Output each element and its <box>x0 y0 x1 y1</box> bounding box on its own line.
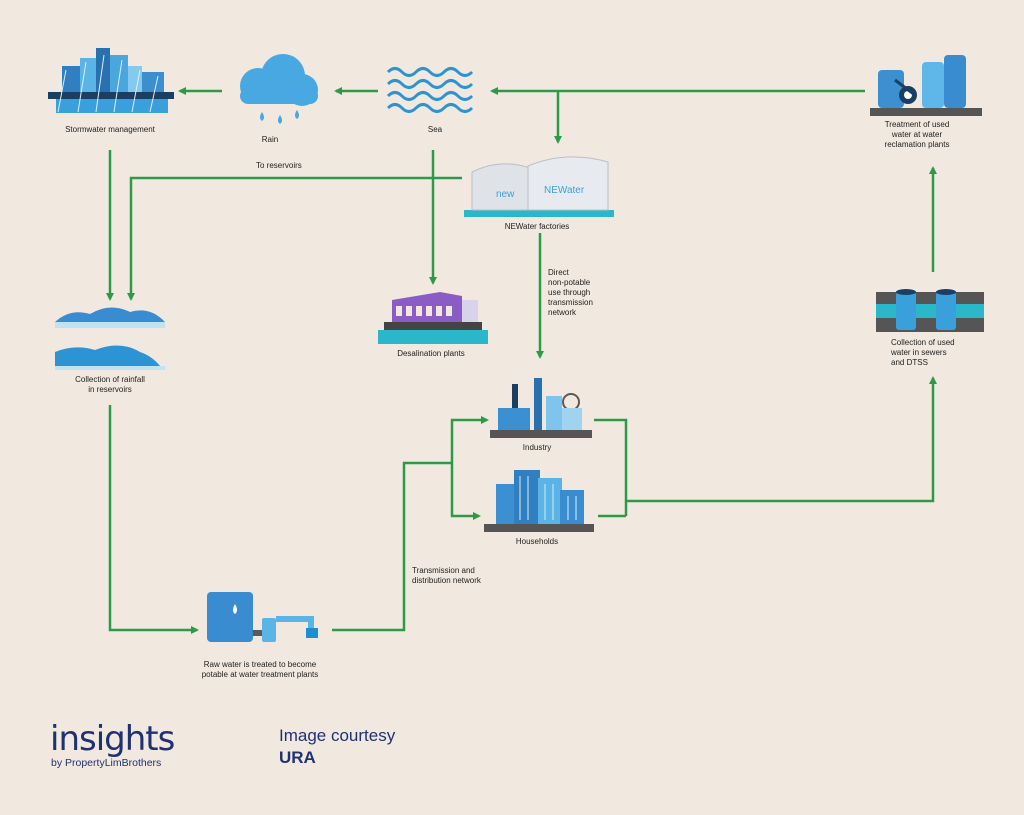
label-collection-used-water: Collection of used water in sewers and D… <box>891 338 955 368</box>
arrow-reservoirs-to-treatment <box>108 405 199 634</box>
newater-sign-2: NEWater <box>544 185 585 196</box>
image-courtesy-label: Image courtesy <box>279 726 396 745</box>
water-treatment-icon <box>207 592 318 642</box>
arrow-treatment-to-network <box>332 461 452 632</box>
arrow-industry-out <box>594 418 628 516</box>
label-water-treatment-line-2: potable at water treatment plants <box>201 670 319 679</box>
arrow-network-to-households <box>450 463 481 520</box>
label-reclamation-line-1: Treatment of used <box>884 120 950 129</box>
newater-factory-icon: new NEWater <box>464 156 614 217</box>
flow-arrows <box>106 87 937 634</box>
brand-subtitle: by PropertyLimBrothers <box>51 757 162 769</box>
label-transmission: Transmission and distribution network <box>412 566 481 586</box>
label-sea: Sea <box>427 125 443 134</box>
label-transmission-line-1: Transmission and <box>412 566 475 575</box>
label-direct-use-line-1: Direct <box>548 268 569 277</box>
image-source: URA <box>279 748 316 767</box>
label-industry: Industry <box>522 443 552 452</box>
arrow-network-to-industry <box>450 416 489 463</box>
reservoir-icon <box>55 307 165 370</box>
label-desalination: Desalination plants <box>397 349 465 358</box>
label-direct-use-line-2: non-potable <box>548 278 591 287</box>
label-collection-line-1: Collection of used <box>891 338 955 347</box>
label-direct-use-line-4: transmission <box>548 298 593 307</box>
reclamation-plant-icon <box>870 55 982 116</box>
label-households: Households <box>515 537 559 546</box>
newater-sign-1: new <box>496 189 515 200</box>
label-direct-use-line-5: network <box>548 308 577 317</box>
label-direct-use-line-3: use through <box>548 288 591 297</box>
arrow-newater-to-reservoirs <box>127 176 462 301</box>
arrow-to-collection <box>626 376 937 503</box>
label-reclamation: Treatment of used water at water reclama… <box>862 120 972 150</box>
label-reclamation-line-2: water at water <box>891 130 943 139</box>
label-newater-factories: NEWater factories <box>504 222 570 231</box>
sea-waves-icon <box>386 67 474 113</box>
label-direct-use: Direct non-potable use through transmiss… <box>548 268 593 318</box>
desalination-plant-icon <box>378 292 488 344</box>
industry-icon <box>490 378 592 438</box>
sewer-icon <box>876 289 984 332</box>
label-rain: Rain <box>261 135 279 144</box>
households-icon <box>484 470 594 532</box>
rain-cloud-icon <box>240 54 318 124</box>
label-transmission-line-2: distribution network <box>412 576 481 585</box>
label-reservoirs-line-2: in reservoirs <box>88 385 132 394</box>
label-reservoirs: Collection of rainfall in reservoirs <box>50 375 170 395</box>
stormwater-icon <box>48 48 174 113</box>
label-reservoirs-line-1: Collection of rainfall <box>75 375 145 384</box>
brand-logo: insights <box>50 719 175 759</box>
label-reclamation-line-3: reclamation plants <box>884 140 950 149</box>
label-collection-line-3: and DTSS <box>891 358 928 367</box>
label-water-treatment: Raw water is treated to become potable a… <box>180 660 340 680</box>
label-stormwater: Stormwater management <box>65 125 155 134</box>
label-to-reservoirs: To reservoirs <box>256 161 302 170</box>
label-water-treatment-line-1: Raw water is treated to become <box>203 660 317 669</box>
label-collection-line-2: water in sewers <box>891 348 947 357</box>
